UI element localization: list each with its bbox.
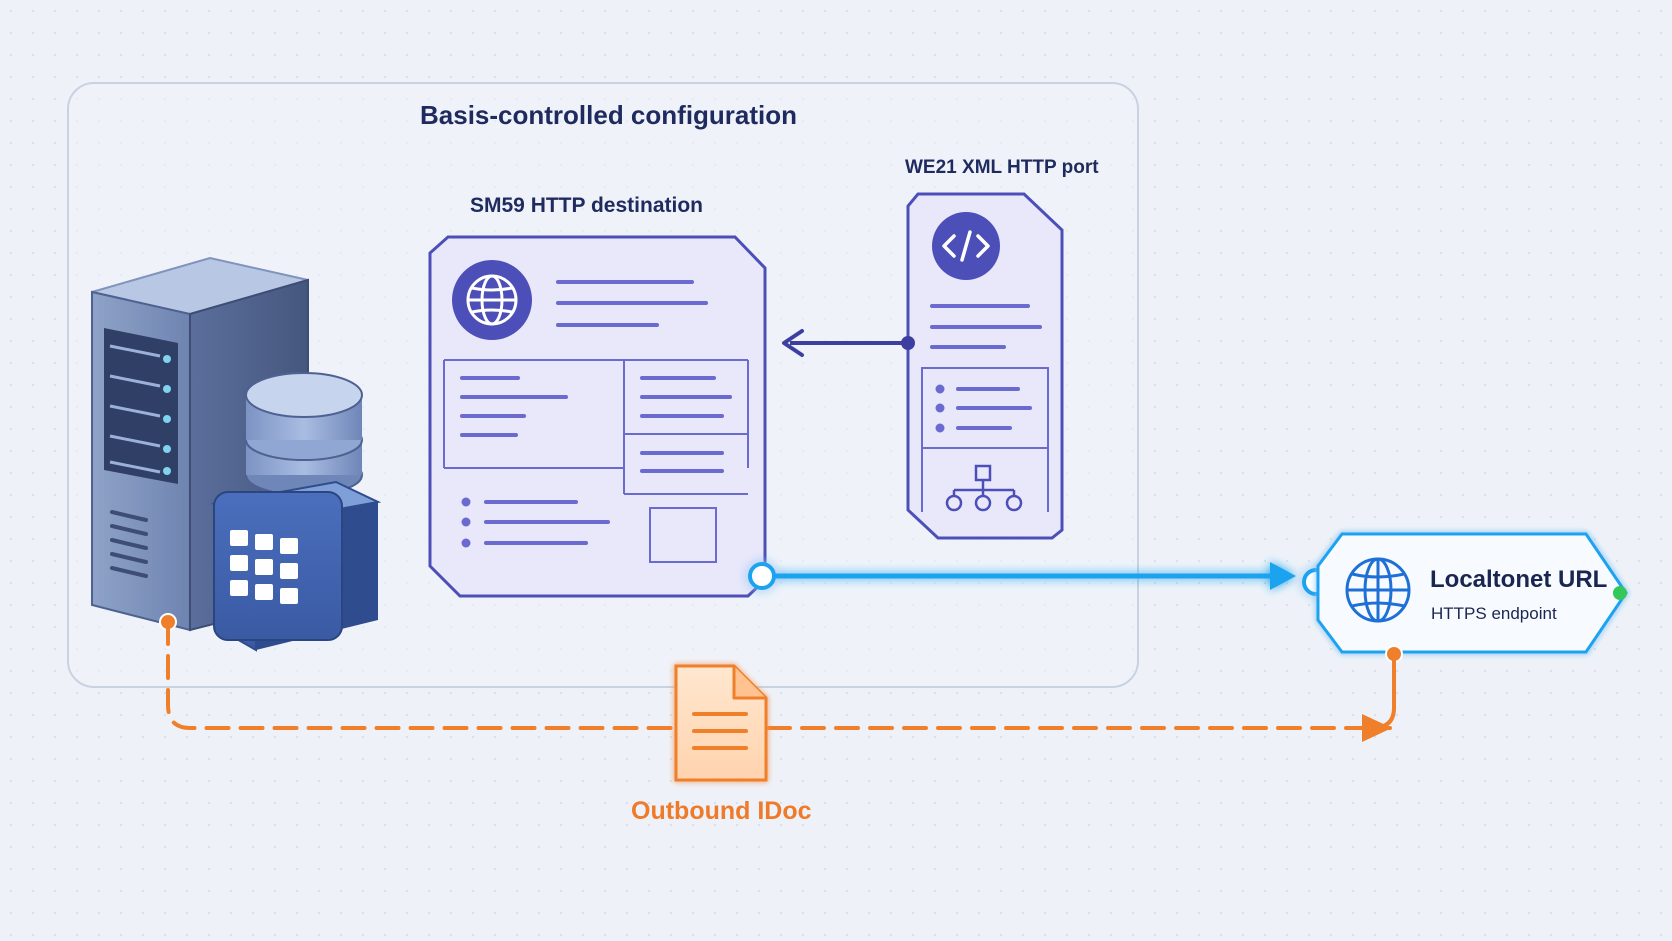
sm59-destination-label: SM59 HTTP destination bbox=[470, 194, 703, 217]
group-title: Basis-controlled configuration bbox=[420, 100, 798, 130]
port-to-destination-arrow bbox=[782, 329, 915, 357]
hierarchy-icon bbox=[945, 464, 1023, 512]
endpoint-title: Localtonet URL bbox=[1430, 566, 1608, 593]
we21-port-label: WE21 XML HTTP port bbox=[905, 157, 1099, 178]
idoc-label: Outbound IDoc bbox=[631, 797, 812, 825]
status-indicator bbox=[1613, 586, 1627, 600]
sm59-destination-card bbox=[428, 235, 767, 598]
idoc-flow bbox=[166, 620, 1396, 742]
http-connection bbox=[748, 562, 1330, 596]
localtonet-endpoint bbox=[1316, 532, 1628, 663]
app-box-icon bbox=[210, 480, 382, 652]
endpoint-subtitle: HTTPS endpoint bbox=[1431, 604, 1557, 623]
code-icon bbox=[932, 212, 1000, 280]
database-icon bbox=[245, 372, 363, 496]
globe-icon bbox=[452, 260, 532, 340]
server-icon bbox=[91, 256, 382, 652]
document-icon bbox=[674, 664, 768, 782]
we21-port-card bbox=[906, 192, 1064, 540]
globe-icon bbox=[1345, 557, 1411, 623]
